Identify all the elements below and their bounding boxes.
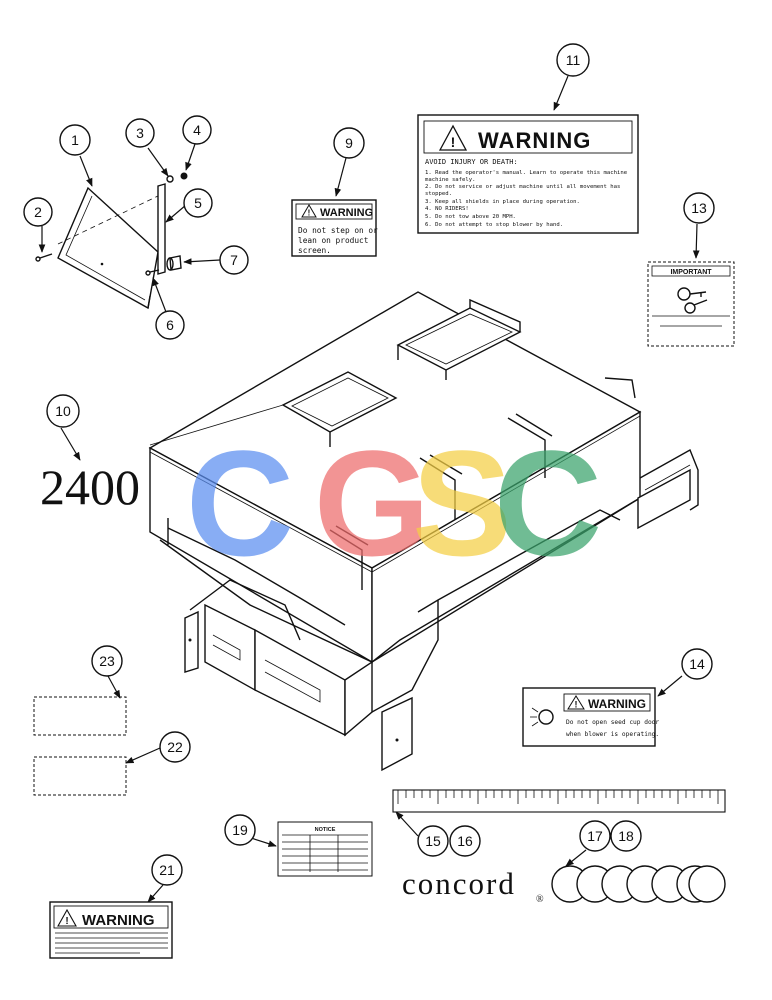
svg-text:5: 5 [194,195,202,211]
decal-11-line: stopped. [425,191,452,197]
callout-10: 10 [46,394,80,428]
model-number-decal: 2400 [40,459,140,515]
svg-text:16: 16 [457,833,473,849]
svg-text:S: S [412,419,512,587]
svg-text:!: ! [575,700,578,710]
svg-text:3: 3 [136,125,144,141]
decal-11-line: 5. Do not tow above 20 MPH. [425,214,516,220]
decal-11-title: WARNING [478,128,591,153]
important-decal-13: IMPORTANT [647,261,735,347]
notice-decal-19: NOTICE [277,821,373,877]
svg-text:18: 18 [618,828,634,844]
warning-triangle-icon [567,695,585,710]
decal-9-line: screen. [298,246,331,255]
callout-13: 13 [683,192,715,224]
callout-11: 11 [556,43,590,77]
warning-triangle-icon [301,204,317,218]
mounting-bracket [157,183,166,275]
callout-22: 22 [159,731,191,763]
decal-11-line: 2. Do not service or adjust machine unti… [425,184,620,190]
smv-emblem-assembly [35,172,188,310]
svg-text:13: 13 [691,200,707,216]
decal-11-line: machine safely. [425,177,476,183]
nut-part [180,172,188,180]
svg-text:23: 23 [99,653,115,669]
callout-5: 5 [183,188,213,218]
callout-15: 15 [417,825,449,857]
smv-triangle-emblem [57,186,159,310]
svg-text:21: 21 [159,862,175,878]
callout-3: 3 [125,118,155,148]
warning-decal-14: ! WARNING Do not open seed cup door when… [522,687,659,747]
callout-9: 9 [333,127,365,159]
reflector-discs [551,865,726,903]
blank-decal-22 [33,756,127,796]
decal-19-title: NOTICE [315,827,336,833]
svg-text:9: 9 [345,135,353,151]
svg-text:14: 14 [689,656,705,672]
warning-decal-9: ! WARNING Do not step on or lean on prod… [291,199,378,257]
svg-text:11: 11 [566,52,581,68]
svg-text:6: 6 [166,317,174,333]
callout-18: 18 [610,820,642,852]
decal-14-line: when blower is operating. [566,731,659,738]
warning-triangle-icon [438,124,468,151]
svg-text:!: ! [65,916,68,927]
callout-6: 6 [155,310,185,340]
svg-text:G: G [314,419,431,587]
warning-decal-11: ! WARNING AVOID INJURY OR DEATH: 1. Read… [417,114,639,234]
svg-text:10: 10 [55,403,71,419]
svg-text:7: 7 [230,252,238,268]
callout-19: 19 [224,814,256,846]
cgsc-watermark: C G S C [186,419,602,587]
brand-registered-mark: ® [536,894,544,905]
callout-7: 7 [219,245,249,275]
svg-text:15: 15 [425,833,441,849]
hopper-machine [148,291,699,772]
decal-11-line: 3. Keep all shields in place during oper… [425,199,580,205]
callout-14: 14 [681,648,713,680]
decal-9-line: lean on product [298,236,368,245]
svg-text:2: 2 [34,204,42,220]
svg-text:19: 19 [232,822,248,838]
scale-strip-decal [392,789,726,813]
blower-icon [538,709,554,725]
frame-leg-front [381,696,413,772]
scale-ticks [397,790,719,804]
decal-9-line: Do not step on or [298,226,378,235]
svg-text:C: C [186,419,294,587]
decal-11-line: 1. Read the operator's manual. Learn to … [425,170,628,176]
decal-14-title: WARNING [588,697,646,711]
bolt-part [166,175,174,183]
decal-9-title: WARNING [320,207,373,219]
callout-21: 21 [151,854,183,886]
callout-2: 2 [23,197,53,227]
svg-text:!: ! [308,209,311,218]
svg-text:4: 4 [193,122,201,138]
decal-21-title: WARNING [82,912,155,929]
leader-lines [38,75,700,903]
frame-leg-left [184,610,199,673]
decal-11-line: 4. NO RIDERS! [425,206,469,212]
svg-text:22: 22 [167,739,183,755]
callout-1: 1 [59,124,91,156]
callout-17: 17 [579,820,611,852]
decal-11-line: 6. Do not attempt to stop blower by hand… [425,222,563,228]
brand-decal: concord [402,866,516,901]
svg-text:C: C [494,419,602,587]
blank-decal-23 [33,696,127,736]
decal-14-line: Do not open seed cup door [566,719,659,726]
warning-decal-21: ! WARNING [49,901,173,959]
callout-4: 4 [182,115,212,145]
callout-16: 16 [449,825,481,857]
callout-23: 23 [91,645,123,677]
warning-triangle-icon [57,908,77,927]
svg-text:!: ! [451,134,456,150]
decal-11-heading: AVOID INJURY OR DEATH: [425,158,518,166]
svg-text:1: 1 [71,132,79,148]
decal-13-title: IMPORTANT [670,269,712,276]
svg-text:17: 17 [587,828,603,844]
